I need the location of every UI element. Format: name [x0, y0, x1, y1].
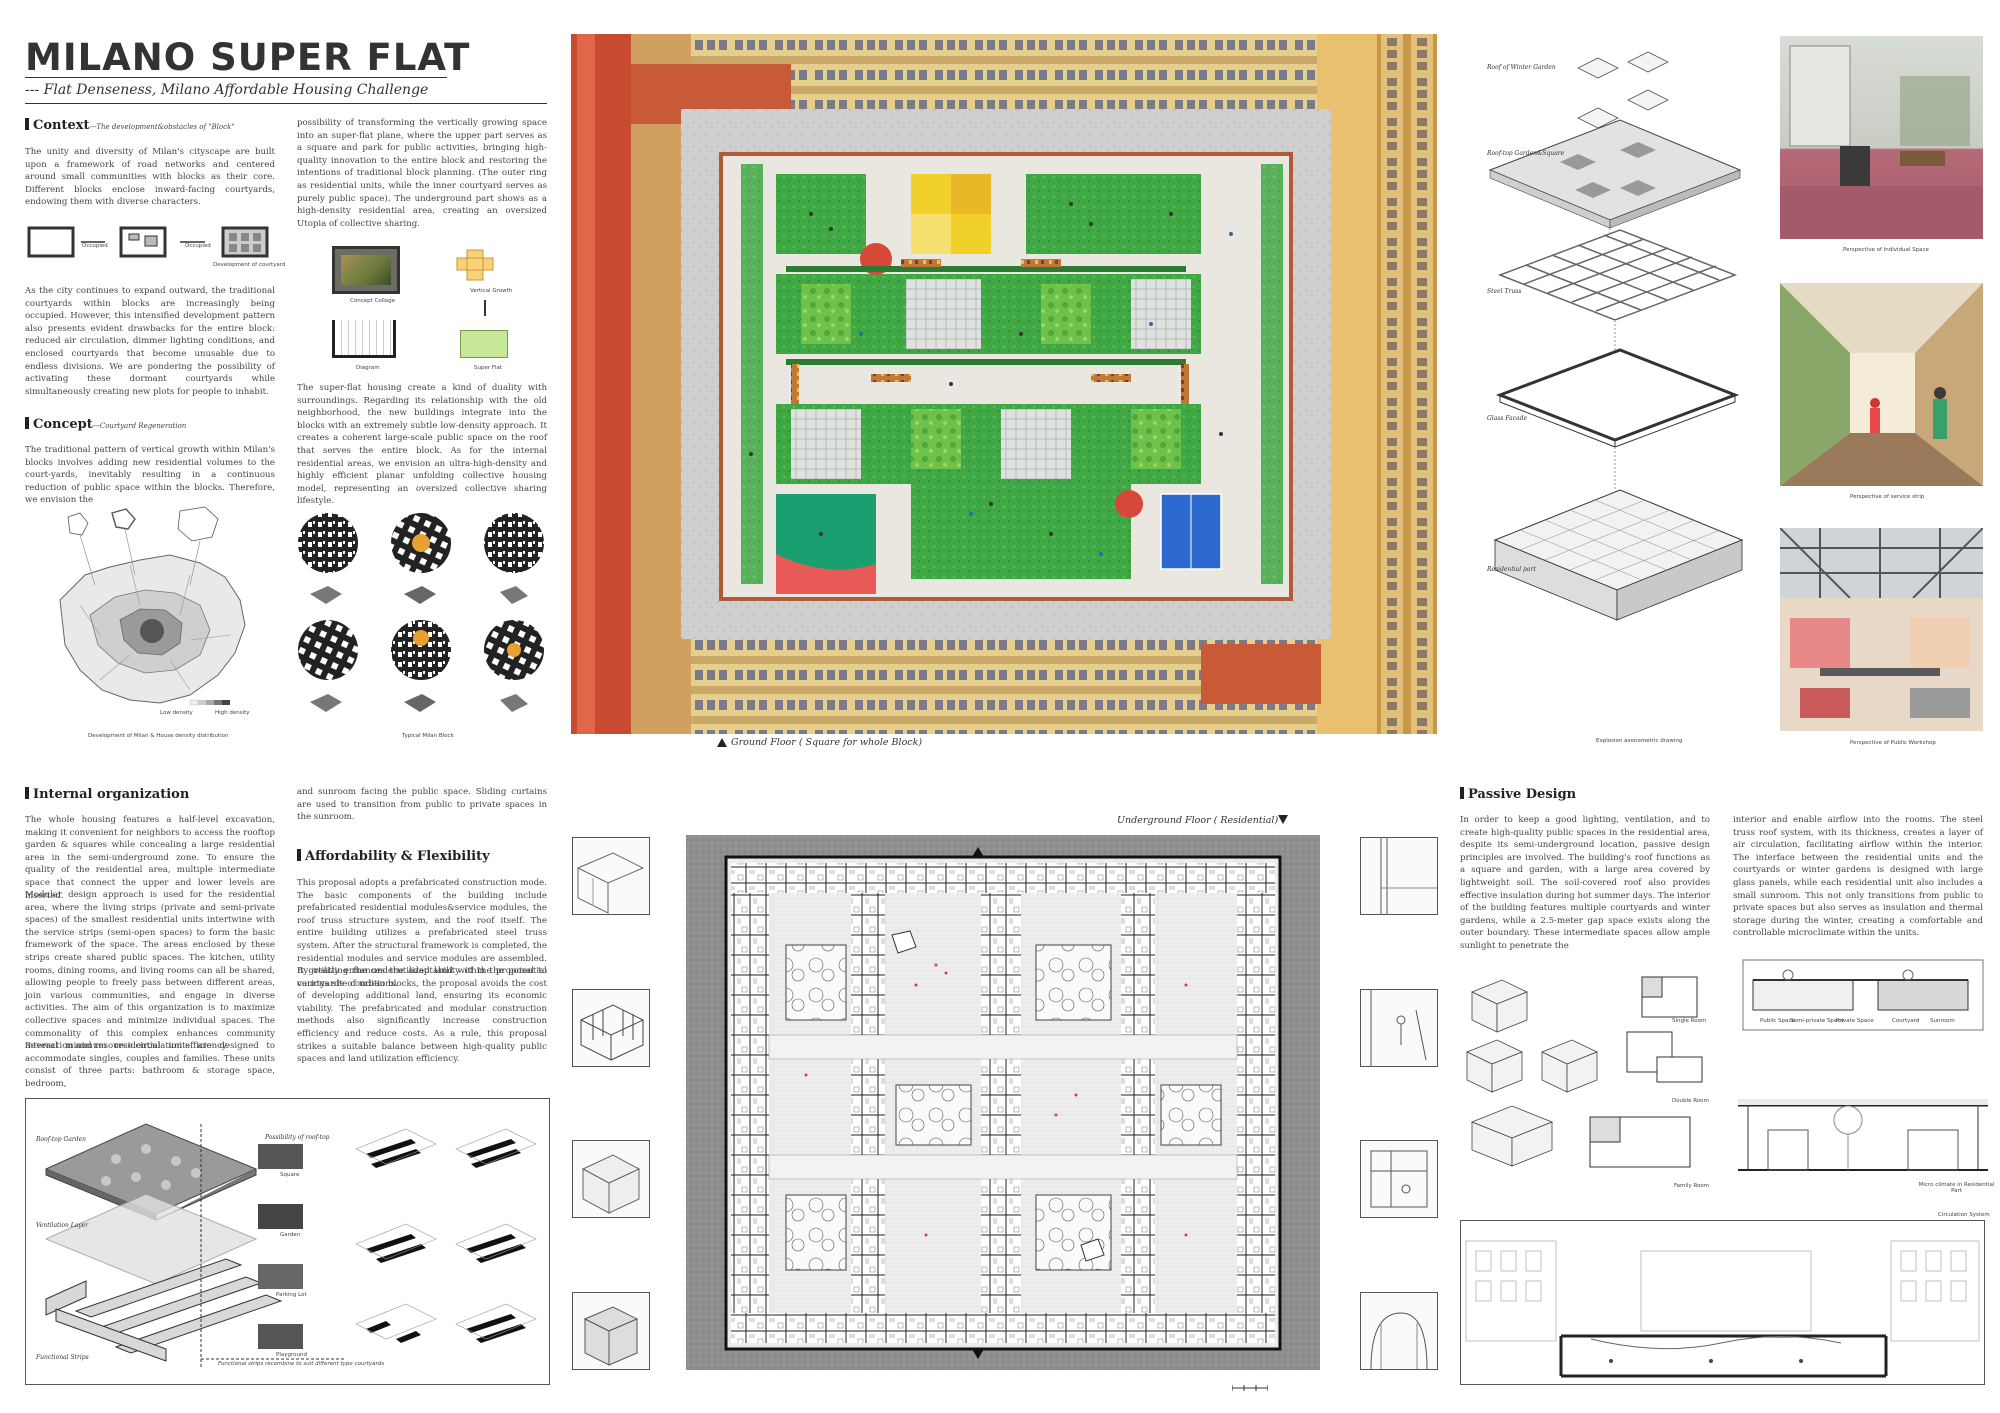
internal-text-1: The whole housing features a half-level …	[25, 815, 275, 901]
vertical-growth-diagram	[455, 248, 495, 282]
roof-label-garden: Roof-top Garden	[36, 1136, 87, 1143]
concept-text-2: possibility of transforming the vertical…	[297, 118, 547, 229]
map-legend-high: High density	[215, 710, 250, 716]
perspective-service-image	[1780, 283, 1983, 486]
circulation-caption: Circulation System	[1938, 1212, 1990, 1218]
explosion-label-rooftop: Roof-top Garden&Square	[1487, 150, 1565, 157]
section-label-private: Private Space	[1836, 1018, 1874, 1024]
collage-arrow	[484, 300, 486, 316]
page-title: MILANO SUPER FLAT	[25, 36, 471, 79]
internal-heading: Internal organization	[25, 787, 189, 802]
super-flat-image	[460, 330, 508, 358]
blocks-caption: Typical Milan Block	[402, 733, 454, 739]
unit-types-diagram	[1462, 972, 1712, 1192]
section-label-semi: Semi-private Space	[1790, 1018, 1844, 1024]
page-subtitle: --- Flat Denseness, Milano Affordable Ho…	[25, 82, 429, 98]
concept-text: The traditional pattern of vertical grow…	[25, 445, 275, 506]
roof-label-ventilation: Ventilation Layer	[36, 1222, 89, 1229]
passive-text-1: In order to keep a good lighting, ventil…	[1460, 815, 1710, 951]
title-rule	[25, 77, 447, 78]
section-diagram-spaces	[1738, 955, 1988, 1035]
vignette-left-4	[572, 1292, 650, 1370]
explosion-label-winter-garden: Roof of Winter Garden	[1487, 64, 1556, 71]
vignette-right-3	[1360, 1140, 1438, 1218]
vignette-left-2	[572, 989, 650, 1067]
microclimate-caption: Micro climate in Residential Part	[1918, 1182, 1995, 1194]
passive-text-2: interior and enable airflow into the roo…	[1733, 815, 1983, 939]
collage-label-vertical: Vertical Growth	[470, 288, 513, 294]
context-text-2: As the city continues to expand outward,…	[25, 286, 275, 397]
map-legend-low: Low density	[160, 710, 193, 716]
ground-floor-plan	[571, 34, 1437, 734]
roof-option-square: Square	[280, 1172, 300, 1178]
explosion-axonometric	[1480, 50, 1750, 750]
collage-label-diagram: Diagram	[356, 365, 380, 371]
unit-label-family: Family Room	[1674, 1183, 1710, 1189]
internal-text-2: Modular design approach is used for the …	[25, 890, 275, 1052]
roof-possibility-label: Possibility of roof-top	[265, 1134, 330, 1141]
internal-text-col2: and sunroom facing the public space. Sli…	[297, 787, 547, 823]
vignette-left-3	[572, 1140, 650, 1218]
concept-heading: Concept---Courtyard Regeneration	[25, 417, 186, 432]
unit-label-single: Single Room	[1672, 1018, 1707, 1024]
perspective-label-workshop: Perspective of Public Workshop	[1850, 740, 1936, 746]
circulation-section	[1460, 1220, 1985, 1385]
roof-note: Functional strips recombine to suit diff…	[218, 1361, 385, 1367]
underground-floor-plan	[686, 835, 1320, 1370]
south-arrow-icon	[1278, 815, 1288, 824]
internal-text-3: Several minimum residential units are de…	[25, 1041, 275, 1089]
milan-density-map	[40, 505, 275, 725]
collage-label-superflat: Super Flat	[474, 365, 503, 371]
north-arrow-icon	[717, 738, 727, 747]
perspective-workshop-image	[1780, 528, 1983, 731]
collage-label-concept: Concept Collage	[350, 298, 396, 304]
roof-option-parking: Parking Lot	[276, 1292, 307, 1298]
vignette-right-1	[1360, 837, 1438, 915]
unit-label-double: Double Room	[1672, 1098, 1709, 1104]
ground-floor-caption: Ground Floor ( Square for whole Block)	[731, 737, 923, 748]
section-label-public: Public Space	[1760, 1018, 1795, 1024]
diagram-image	[332, 320, 396, 358]
diagram-label-occupied-1: Occupied	[82, 243, 108, 249]
diagram-label-development: Development of courtyard	[213, 262, 286, 268]
roof-diagram-frame	[25, 1098, 550, 1385]
underground-caption: Underground Floor ( Residential)	[1117, 815, 1279, 826]
concept-text-3: The super-flat housing create a kind of …	[297, 383, 547, 507]
afford-text-1: This proposal adopts a prefabricated con…	[297, 878, 547, 989]
diagram-label-occupied-2: Occupied	[185, 243, 211, 249]
section-label-courtyard: Courtyard	[1892, 1018, 1920, 1024]
roof-option-playground: Playground	[276, 1352, 307, 1358]
perspective-individual-image	[1780, 36, 1983, 239]
perspective-label-individual: Perspective of Individual Space	[1843, 247, 1929, 253]
afford-text-2: By utilizing the underutilized land with…	[297, 966, 547, 1065]
section-diagram-microclimate	[1738, 1085, 1988, 1180]
context-heading: Context---The development&obstacles of "…	[25, 118, 235, 133]
map-caption: Development of Milan & House density dis…	[88, 733, 229, 739]
scale-bar	[1231, 1376, 1269, 1391]
explosion-label-residential: Residential part	[1487, 566, 1536, 573]
explosion-label-steel-truss: Steel Truss	[1487, 288, 1522, 295]
vignette-left-1	[572, 837, 650, 915]
concept-collage-image	[332, 246, 400, 294]
block-development-diagram	[25, 222, 275, 267]
passive-heading: Passive Design	[1460, 787, 1576, 802]
perspective-label-service: Perspective of service strip	[1850, 494, 1925, 500]
vignette-right-4	[1360, 1292, 1438, 1370]
vignette-right-2	[1360, 989, 1438, 1067]
explosion-caption: Explosion axonometric drawing	[1596, 738, 1683, 744]
roof-option-garden: Garden	[280, 1232, 301, 1238]
section-label-sunroom: Sunroom	[1930, 1018, 1955, 1024]
subtitle-rule	[25, 103, 547, 104]
typical-blocks-diagram	[296, 510, 551, 735]
afford-heading: Affordability & Flexibility	[297, 849, 490, 864]
roof-label-functional: Functional Strips	[36, 1354, 89, 1361]
context-text-1: The unity and diversity of Milan's citys…	[25, 147, 275, 208]
explosion-label-glass-facade: Glass Facade	[1487, 415, 1528, 422]
